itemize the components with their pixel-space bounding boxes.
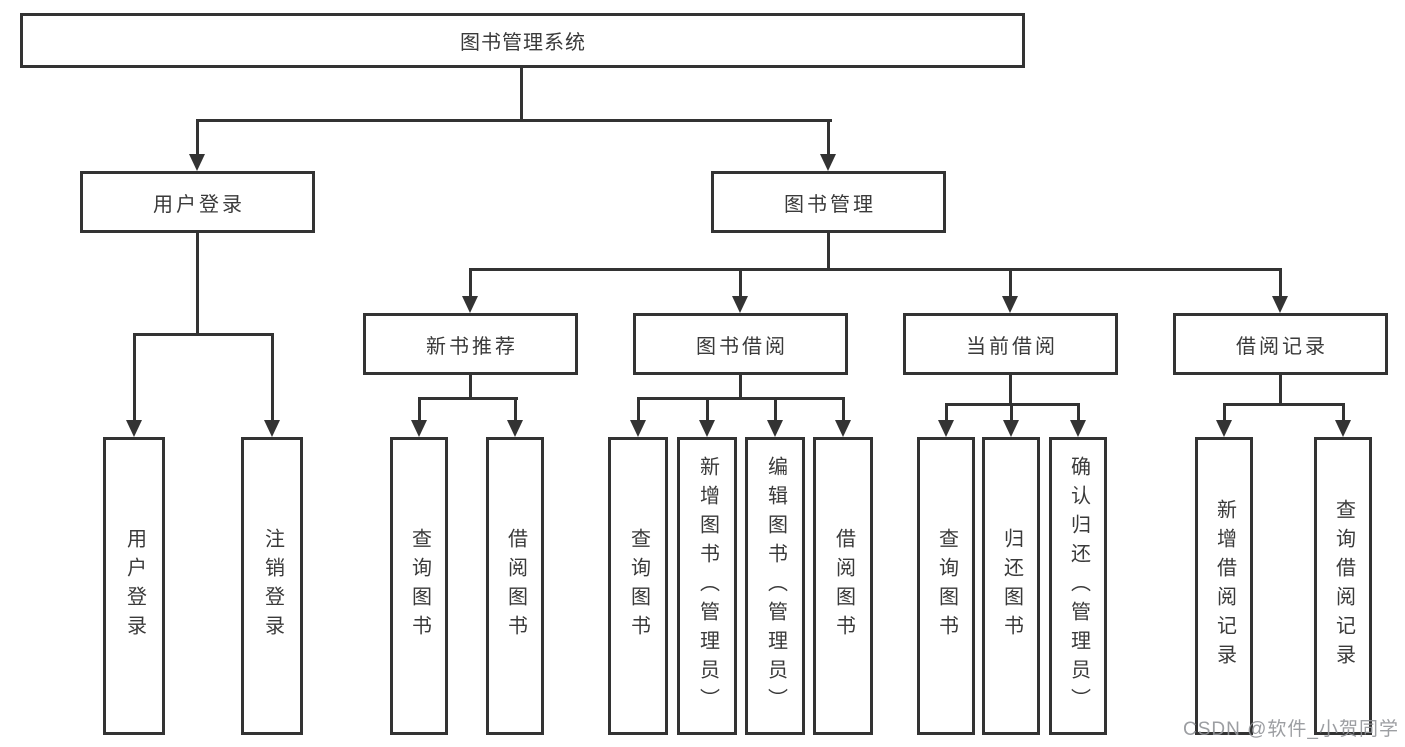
node-book-borrow-label: 图书借阅 <box>696 335 788 358</box>
arrowhead-down <box>767 420 783 437</box>
connector-line <box>520 68 523 121</box>
arrowhead-down <box>1272 296 1288 313</box>
node-new-book-recommend: 新书推荐 <box>363 313 578 375</box>
leaf-add-borrow-record-label: 新增借阅记录 <box>1213 499 1236 673</box>
connector-line <box>1077 403 1080 421</box>
arrowhead-down <box>1003 420 1019 437</box>
connector-line <box>1223 403 1226 421</box>
node-book-management-label: 图书管理 <box>784 193 876 216</box>
arrowhead-down <box>1070 420 1086 437</box>
arrowhead-down <box>938 420 954 437</box>
connector-line <box>133 333 274 336</box>
connector-line <box>469 268 472 298</box>
leaf-return-books-label: 归还图书 <box>1000 528 1023 644</box>
node-user-login-label: 用户登录 <box>153 193 245 216</box>
arrowhead-down <box>189 154 205 171</box>
leaf-query-books-borrow-label: 查询图书 <box>627 528 650 644</box>
node-new-book-recommend-label: 新书推荐 <box>426 335 518 358</box>
leaf-add-books-admin-label: 新增图书（管理员） <box>696 455 719 717</box>
connector-line <box>1279 268 1282 298</box>
node-user-login: 用户登录 <box>80 171 315 233</box>
node-root: 图书管理系统 <box>20 13 1025 68</box>
connector-line <box>827 119 830 156</box>
arrowhead-down <box>126 420 142 437</box>
arrowhead-down <box>1216 420 1232 437</box>
leaf-query-books-recommend-label: 查询图书 <box>408 528 431 644</box>
arrowhead-down <box>264 420 280 437</box>
connector-line <box>827 233 830 271</box>
connector-line <box>1009 268 1012 298</box>
node-current-borrow-label: 当前借阅 <box>966 335 1058 358</box>
leaf-query-books-borrow: 查询图书 <box>608 437 668 735</box>
leaf-query-borrow-record: 查询借阅记录 <box>1314 437 1372 735</box>
node-root-label: 图书管理系统 <box>460 32 586 54</box>
connector-line <box>133 333 136 421</box>
leaf-add-books-admin: 新增图书（管理员） <box>677 437 737 735</box>
connector-line <box>637 397 640 421</box>
connector-line <box>637 397 845 400</box>
connector-line <box>1010 403 1013 421</box>
node-current-borrow: 当前借阅 <box>903 313 1118 375</box>
arrowhead-down <box>699 420 715 437</box>
connector-line <box>842 397 845 421</box>
leaf-logout-label: 注销登录 <box>261 528 284 644</box>
arrowhead-down <box>1002 296 1018 313</box>
connector-line <box>1223 403 1345 406</box>
connector-line <box>514 397 517 421</box>
arrowhead-down <box>462 296 478 313</box>
connector-line <box>739 375 742 400</box>
node-book-management: 图书管理 <box>711 171 946 233</box>
connector-line <box>706 397 709 421</box>
arrowhead-down <box>820 154 836 171</box>
csdn-watermark: CSDN @软件_小贺同学 <box>1183 719 1399 740</box>
leaf-borrow-books-recommend-label: 借阅图书 <box>504 528 527 644</box>
leaf-user-login-label: 用户登录 <box>123 528 146 644</box>
connector-line <box>196 119 199 156</box>
node-borrow-records: 借阅记录 <box>1173 313 1388 375</box>
connector-line <box>945 403 948 421</box>
leaf-edit-books-admin: 编辑图书（管理员） <box>745 437 805 735</box>
arrowhead-down <box>630 420 646 437</box>
connector-line <box>271 333 274 421</box>
connector-line <box>1342 403 1345 421</box>
leaf-add-borrow-record: 新增借阅记录 <box>1195 437 1253 735</box>
node-borrow-records-label: 借阅记录 <box>1236 335 1328 358</box>
arrowhead-down <box>835 420 851 437</box>
leaf-query-books-current: 查询图书 <box>917 437 975 735</box>
leaf-edit-books-admin-label: 编辑图书（管理员） <box>764 455 787 717</box>
arrowhead-down <box>1335 420 1351 437</box>
arrowhead-down <box>411 420 427 437</box>
leaf-borrow-books: 借阅图书 <box>813 437 873 735</box>
connector-line <box>774 397 777 421</box>
leaf-logout: 注销登录 <box>241 437 303 735</box>
connector-line <box>196 119 832 122</box>
leaf-confirm-return-admin-label: 确认归还（管理员） <box>1067 455 1090 717</box>
connector-line <box>1009 375 1012 406</box>
leaf-query-books-current-label: 查询图书 <box>935 528 958 644</box>
leaf-query-borrow-record-label: 查询借阅记录 <box>1332 499 1355 673</box>
leaf-borrow-books-recommend: 借阅图书 <box>486 437 544 735</box>
leaf-query-books-recommend: 查询图书 <box>390 437 448 735</box>
connector-line <box>469 375 472 400</box>
connector-line <box>418 397 421 421</box>
leaf-confirm-return-admin: 确认归还（管理员） <box>1049 437 1107 735</box>
node-book-borrow: 图书借阅 <box>633 313 848 375</box>
arrowhead-down <box>507 420 523 437</box>
leaf-return-books: 归还图书 <box>982 437 1040 735</box>
connector-line <box>469 268 1282 271</box>
connector-line <box>739 268 742 298</box>
arrowhead-down <box>732 296 748 313</box>
leaf-user-login: 用户登录 <box>103 437 165 735</box>
connector-line <box>196 233 199 336</box>
leaf-borrow-books-label: 借阅图书 <box>832 528 855 644</box>
connector-line <box>1279 375 1282 406</box>
connector-line <box>418 397 518 400</box>
